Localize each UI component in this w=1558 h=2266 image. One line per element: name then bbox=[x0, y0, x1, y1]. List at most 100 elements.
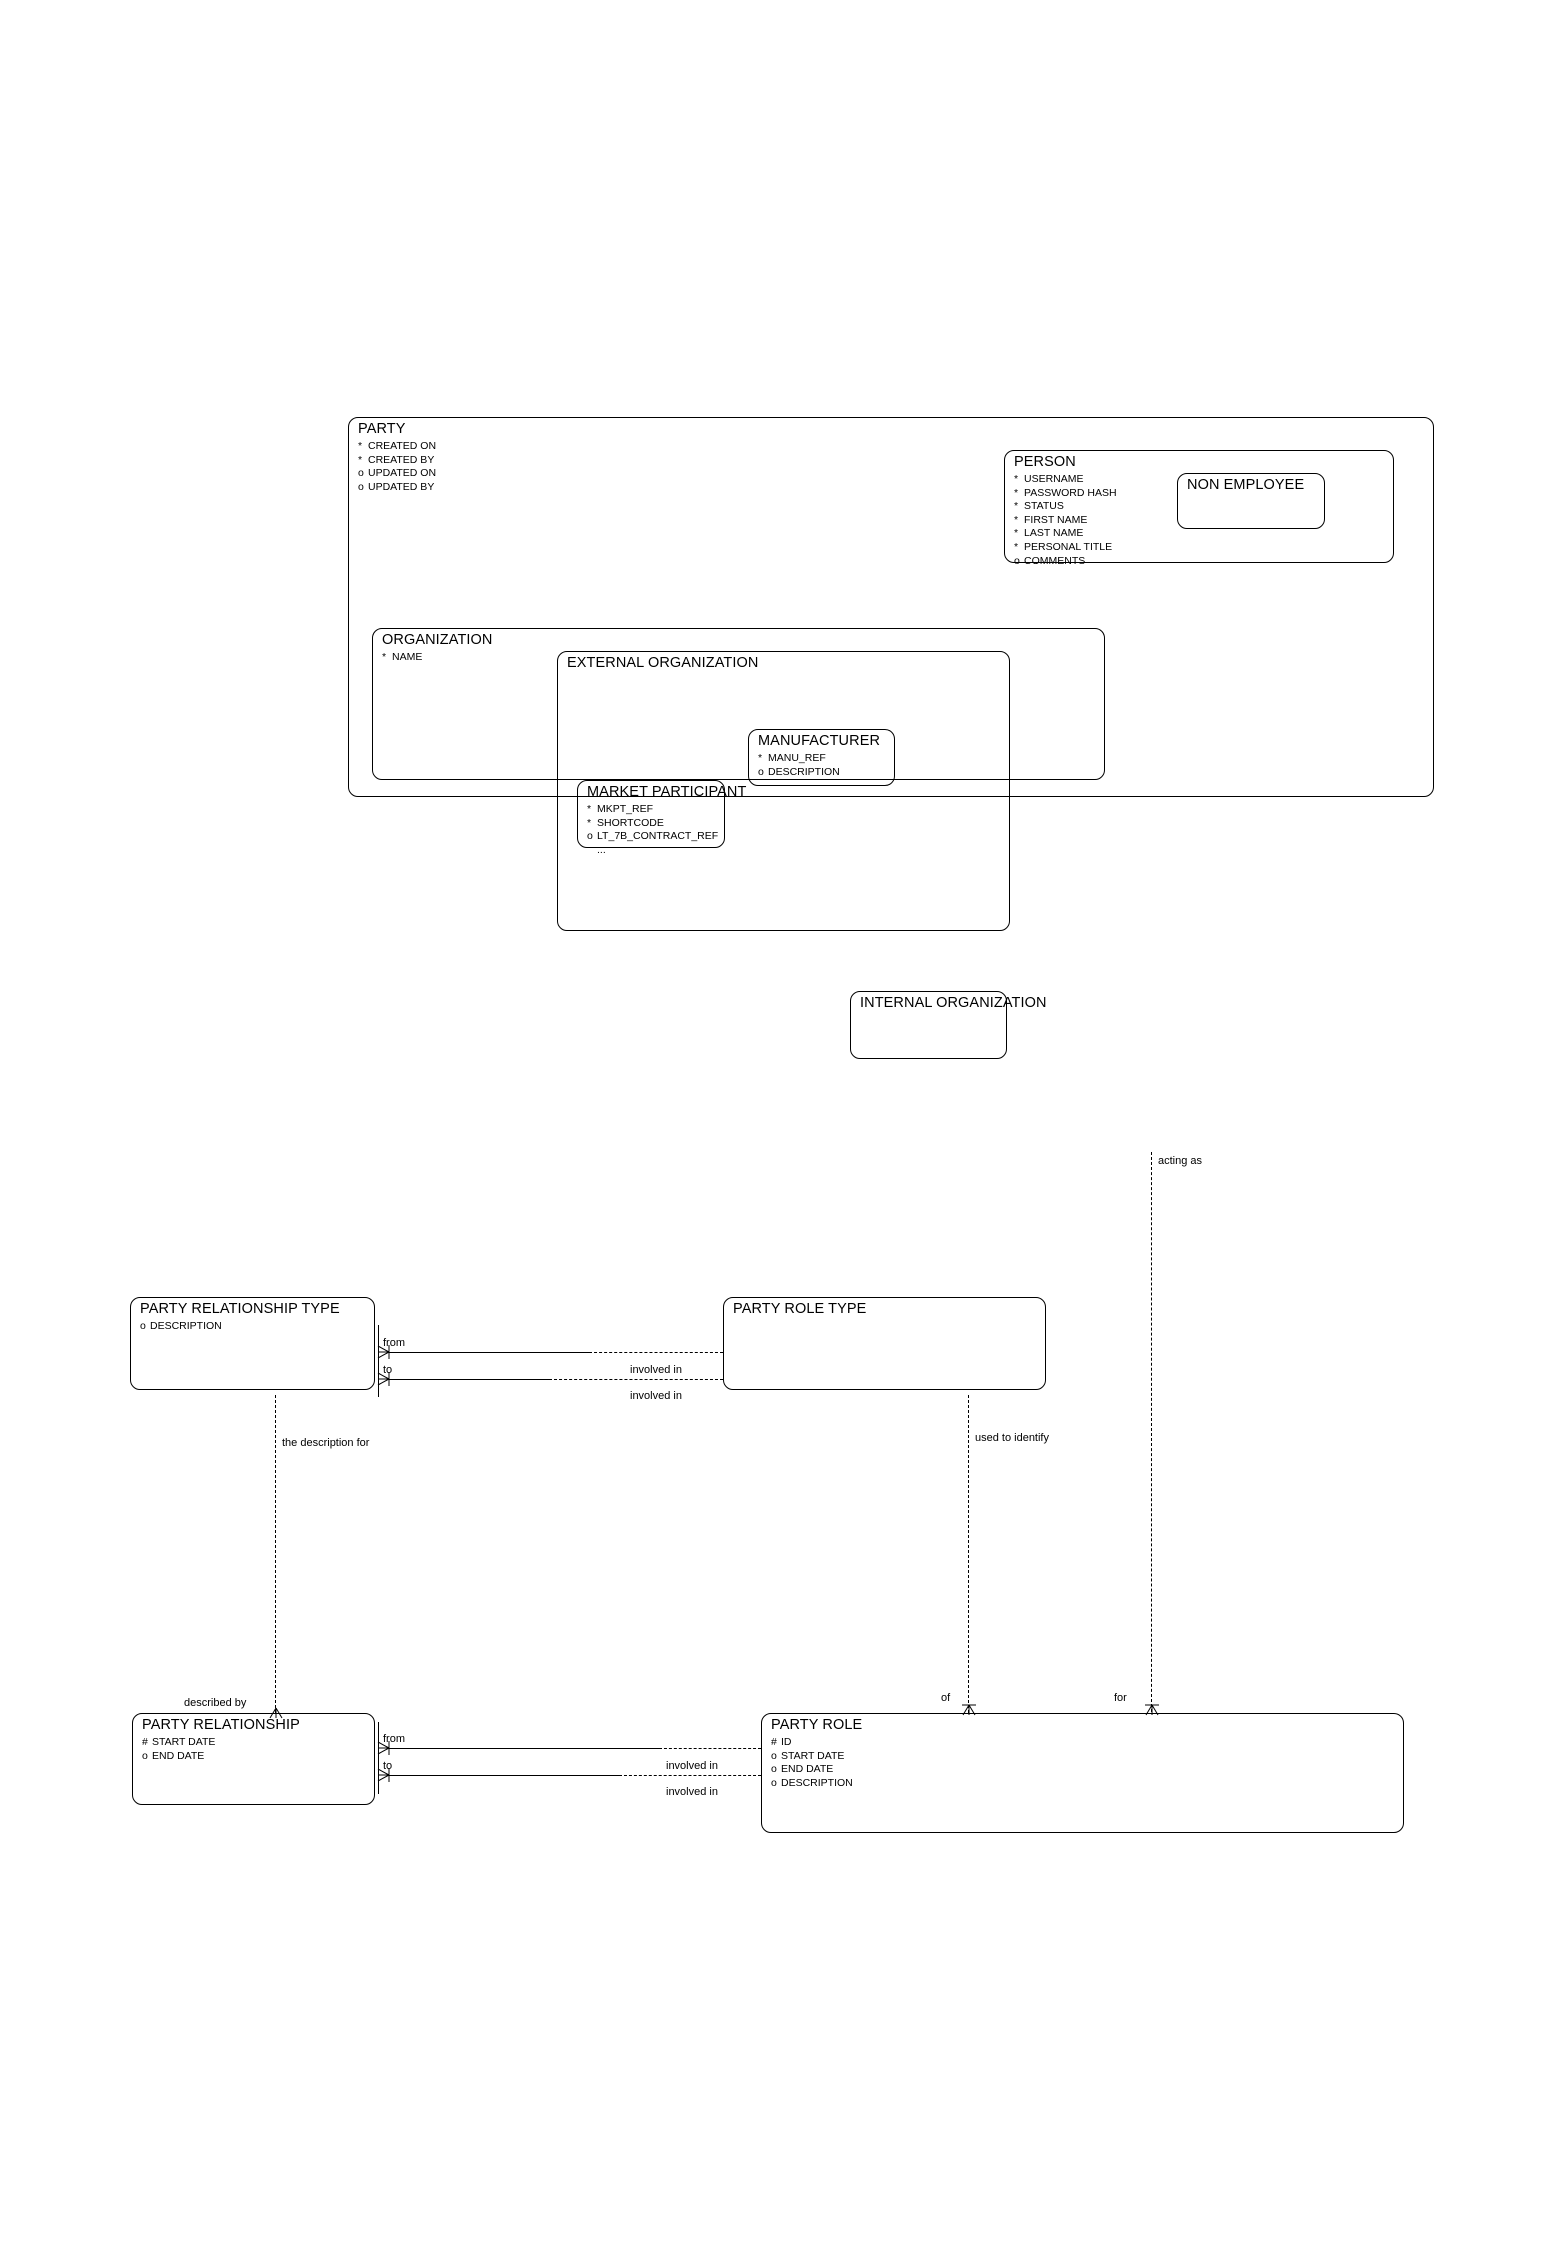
connector-prt-right-bar bbox=[378, 1325, 379, 1397]
attribute-label: COMMENTS bbox=[1024, 554, 1086, 567]
attribute-row: # START DATE bbox=[142, 1736, 215, 1750]
attribute-row: * SHORTCODE bbox=[587, 817, 718, 831]
attribute-label: CREATED BY bbox=[368, 453, 435, 466]
attribute-row: o END DATE bbox=[142, 1750, 215, 1764]
entity-person[interactable]: PERSON *USERNAME *PASSWORD HASH *STATUS … bbox=[1004, 450, 1394, 567]
attribute-label: START DATE bbox=[152, 1736, 216, 1748]
attribute-mark: * bbox=[358, 440, 363, 452]
attribute-row: *NAME bbox=[382, 651, 422, 665]
attribute-mark: * bbox=[382, 651, 387, 663]
connector-prt-from-label: from bbox=[383, 1337, 405, 1349]
attribute-label: UPDATED BY bbox=[368, 480, 435, 493]
connector-description-for-label: the description for bbox=[282, 1437, 370, 1449]
attribute-label: LT_7B_CONTRACT_REF bbox=[597, 830, 719, 843]
connector-prt-to-dash bbox=[549, 1379, 723, 1380]
attribute-row: *LAST NAME bbox=[1014, 527, 1117, 541]
attribute-label: END DATE bbox=[781, 1763, 834, 1776]
connector-pr-from-dash bbox=[659, 1748, 761, 1749]
attribute-row: * MANU_REF bbox=[758, 752, 840, 766]
connector-prt-from-solid bbox=[389, 1352, 589, 1353]
attribute-label: SHORTCODE bbox=[597, 816, 664, 829]
entity-internal-organization[interactable]: INTERNAL ORGANIZATION bbox=[850, 991, 1046, 1059]
entity-organization-title: ORGANIZATION bbox=[382, 632, 493, 648]
attribute-mark: o bbox=[358, 467, 364, 480]
connector-pr-involved-in-label-2: involved in bbox=[666, 1786, 718, 1798]
attribute-mark: o bbox=[140, 1320, 146, 1332]
attribute-mark: # bbox=[771, 1736, 777, 1748]
attribute-label: PERSONAL TITLE bbox=[1024, 540, 1113, 553]
attribute-label: LAST NAME bbox=[1024, 527, 1084, 540]
attribute-mark: * bbox=[1014, 486, 1019, 499]
attribute-row: o UPDATED ON bbox=[358, 467, 436, 481]
connector-pr-from-label: from bbox=[383, 1733, 405, 1745]
entity-party-title: PARTY bbox=[358, 421, 406, 437]
attribute-row: *PERSONAL TITLE bbox=[1014, 541, 1117, 555]
connector-pr-from-solid bbox=[389, 1748, 659, 1749]
connector-prt-involved-in-label-2: involved in bbox=[630, 1390, 682, 1402]
entity-party-relationship[interactable]: PARTY RELATIONSHIP # START DATE o END DATE bbox=[132, 1713, 375, 1805]
entity-manufacturer-title: MANUFACTURER bbox=[758, 733, 881, 749]
connector-pr-to-solid bbox=[389, 1775, 619, 1776]
entity-party-relationship-attributes: # START DATE o END DATE bbox=[142, 1736, 215, 1763]
entity-market-participant-title: MARKET PARTICIPANT bbox=[587, 784, 747, 800]
connector-description-for-line bbox=[275, 1395, 276, 1713]
entity-external-organization-title: EXTERNAL ORGANIZATION bbox=[567, 655, 759, 671]
entity-market-participant[interactable]: MARKET PARTICIPANT *MKPT_REF *SHORTCODE … bbox=[577, 780, 746, 856]
connector-pr-involved-in-label-1: involved in bbox=[666, 1760, 718, 1772]
attribute-mark: * bbox=[587, 803, 592, 815]
connector-acting-as-line bbox=[1151, 1152, 1152, 1712]
attribute-row: * CREATED BY bbox=[358, 454, 436, 468]
attribute-row: o LT_7B_CONTRACT_REF bbox=[587, 830, 718, 844]
entity-person-title: PERSON bbox=[1014, 454, 1076, 470]
attribute-label: STATUS bbox=[1024, 500, 1064, 513]
connector-prt-to-label: to bbox=[383, 1364, 393, 1376]
attribute-label: START DATE bbox=[781, 1749, 845, 1762]
connector-acting-as-label: acting as bbox=[1158, 1155, 1203, 1167]
entity-party-role-type-title: PARTY ROLE TYPE bbox=[733, 1301, 867, 1317]
attribute-mark: o bbox=[587, 830, 593, 843]
entity-non-employee[interactable]: NON EMPLOYEE bbox=[1177, 473, 1325, 529]
attribute-label: USERNAME bbox=[1024, 473, 1084, 485]
attribute-mark: * bbox=[587, 816, 592, 829]
attribute-mark: o bbox=[142, 1749, 148, 1762]
connector-used-to-identify-line bbox=[968, 1395, 969, 1713]
connector-pr-to-dash bbox=[619, 1775, 761, 1776]
connector-for-label: for bbox=[1114, 1692, 1127, 1704]
attribute-row: #ID bbox=[771, 1736, 853, 1750]
attribute-label: MANU_REF bbox=[768, 752, 826, 764]
attribute-mark: o bbox=[758, 765, 764, 778]
entity-party-role-type[interactable]: PARTY ROLE TYPE bbox=[723, 1297, 1046, 1390]
attribute-label: UPDATED ON bbox=[368, 467, 437, 480]
entity-non-employee-title: NON EMPLOYEE bbox=[1187, 477, 1305, 493]
attribute-mark: o bbox=[771, 1763, 777, 1776]
connector-pr-right-bar bbox=[378, 1722, 379, 1794]
entity-organization-attributes: *NAME bbox=[382, 651, 422, 665]
entity-external-organization[interactable]: EXTERNAL ORGANIZATION MANUFACTURER * MANU… bbox=[557, 651, 1010, 931]
attribute-label: END DATE bbox=[152, 1749, 205, 1762]
attribute-label: DESCRIPTION bbox=[150, 1320, 222, 1332]
attribute-row: o END DATE bbox=[771, 1763, 853, 1777]
attribute-row: ... bbox=[587, 844, 718, 858]
entity-party-relationship-type-attributes: o DESCRIPTION bbox=[140, 1320, 222, 1334]
attribute-label: PASSWORD HASH bbox=[1024, 486, 1117, 499]
entity-party-relationship-type-title: PARTY RELATIONSHIP TYPE bbox=[140, 1301, 340, 1317]
entity-party-relationship-title: PARTY RELATIONSHIP bbox=[142, 1717, 300, 1733]
attribute-row: * PASSWORD HASH bbox=[1014, 487, 1117, 501]
attribute-label: ... bbox=[597, 843, 606, 856]
attribute-mark: # bbox=[142, 1736, 148, 1748]
entity-party-relationship-type[interactable]: PARTY RELATIONSHIP TYPE o DESCRIPTION bbox=[130, 1297, 375, 1390]
attribute-mark: * bbox=[358, 453, 363, 466]
connector-pr-to-label: to bbox=[383, 1760, 393, 1772]
attribute-mark: * bbox=[758, 752, 763, 764]
entity-organization[interactable]: ORGANIZATION *NAME EXTERNAL ORGANIZATION… bbox=[372, 628, 1105, 1059]
